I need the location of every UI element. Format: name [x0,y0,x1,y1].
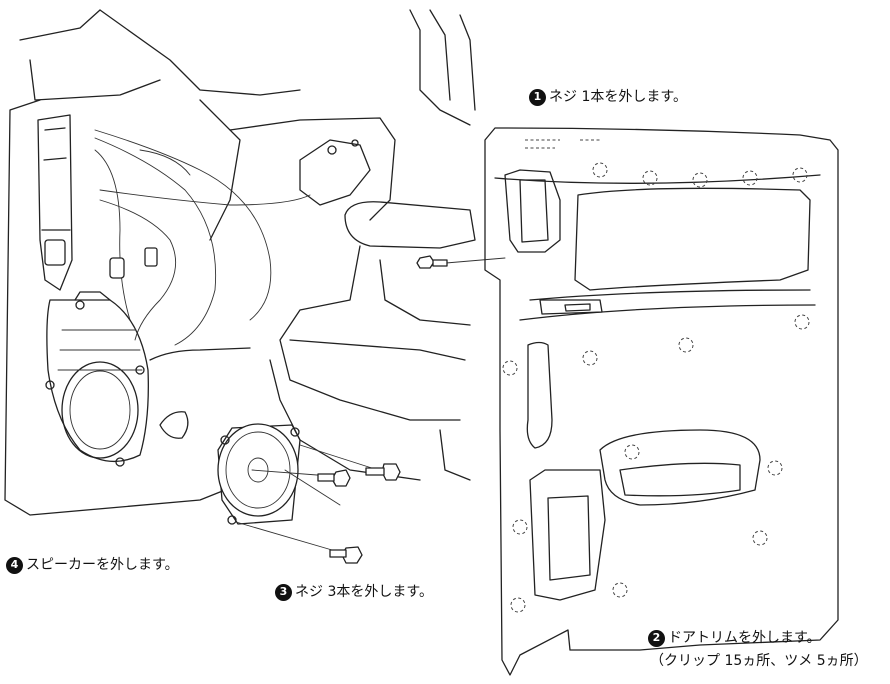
step-number-badge: 1 [529,88,546,106]
door-trim-panel [484,127,839,676]
step-number-badge: 4 [6,556,23,574]
step-text: ドアトリムを外します。 [668,630,821,646]
step-text: スピーカーを外します。 [26,557,179,573]
vehicle-door-frame [4,9,476,516]
wiring-harness [94,129,311,346]
screw-4 [235,521,363,564]
screw-2 [299,444,401,481]
step-2-label: 2 ドアトリムを外します。 [648,629,821,647]
screw-1 [416,255,506,269]
seat [269,201,476,481]
step-text: ネジ 3本を外します。 [295,584,433,600]
speaker [217,423,341,525]
step-3-label: 3 ネジ 3本を外します。 [275,583,433,601]
step-number-badge: 3 [275,583,292,601]
step-4-label: 4 スピーカーを外します。 [6,556,179,574]
screw-3 [251,469,351,487]
step-text: ネジ 1本を外します。 [549,89,687,105]
door-inner-panel [37,114,251,467]
step-1-label: 1 ネジ 1本を外します。 [529,88,687,106]
step-2-note: （クリップ 15ヵ所、ツメ 5ヵ所） [650,653,868,669]
step-number-badge: 2 [648,629,665,647]
